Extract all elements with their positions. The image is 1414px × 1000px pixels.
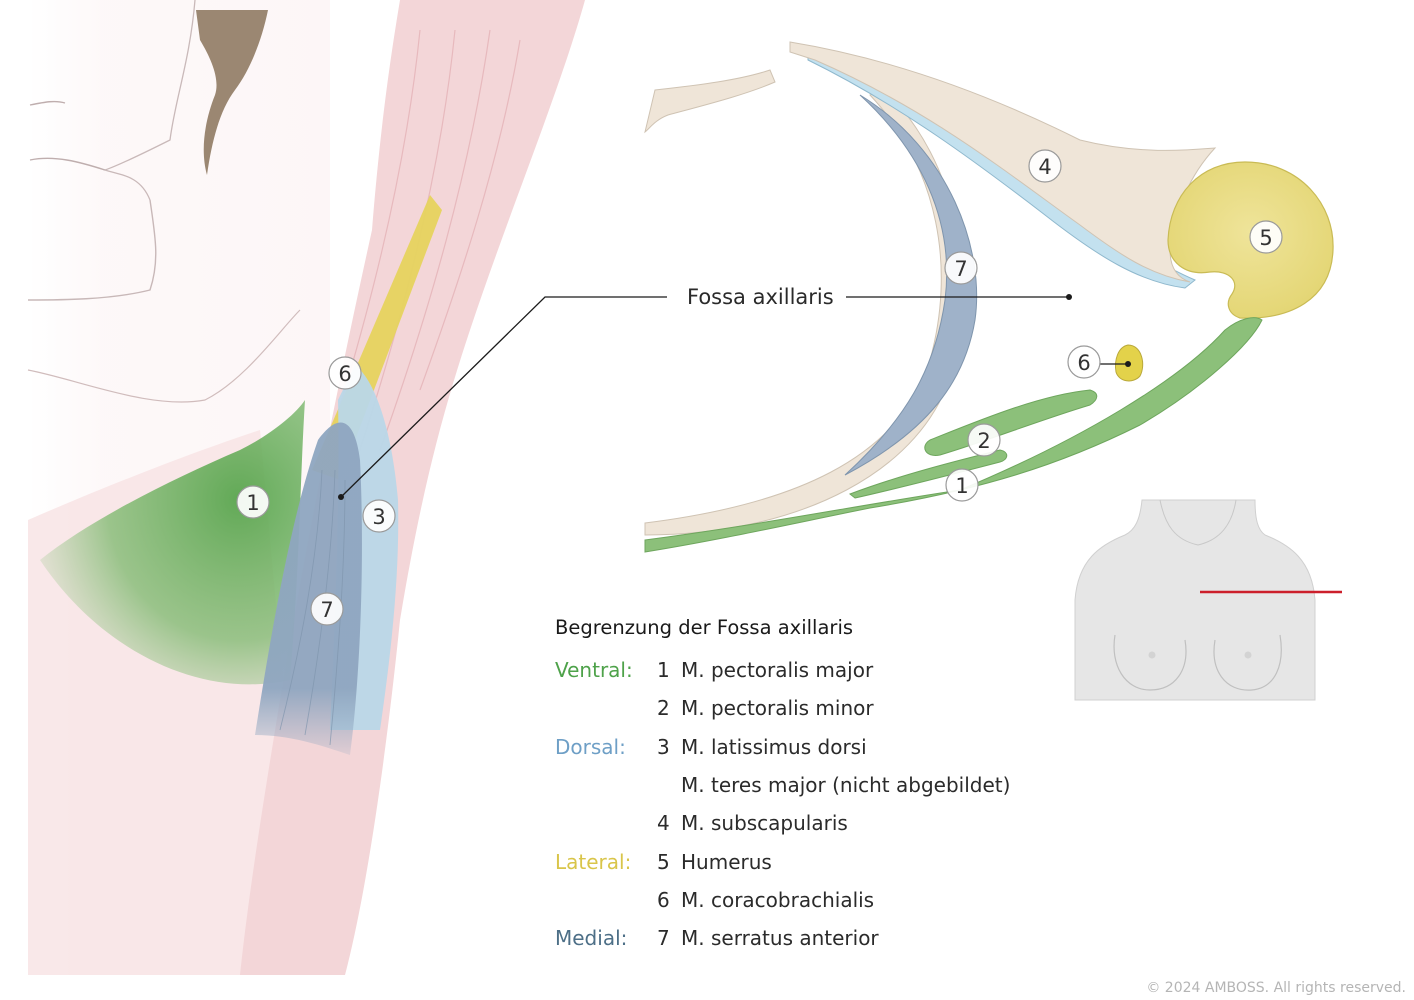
legend-category-dorsal: Dorsal: <box>555 734 626 759</box>
marker-left-3: 3 <box>362 499 396 533</box>
marker-left-6-label: 6 <box>338 362 351 386</box>
pectoralis-major-inner <box>849 449 1008 499</box>
legend-number: 3 <box>657 734 670 759</box>
legend: Begrenzung der Fossa axillaris Ventral: … <box>555 616 1115 957</box>
legend-number: 2 <box>657 696 670 721</box>
legend-title: Begrenzung der Fossa axillaris <box>555 616 854 639</box>
pectoralis-major-area <box>40 400 305 685</box>
serratus-anterior-area <box>255 422 362 755</box>
marker-right-6: 6 <box>1067 345 1101 379</box>
marker-left-1: 1 <box>236 485 270 519</box>
legend-row-5: 4 M. subscapularis <box>555 804 1115 842</box>
legend-label: M. pectoralis major <box>681 658 874 683</box>
legend-number: 5 <box>657 849 670 874</box>
marker-left-3-label: 3 <box>372 505 385 529</box>
marker-left-7: 7 <box>310 592 344 626</box>
fossa-callout-label: Fossa axillaris <box>687 285 834 309</box>
legend-label: M. latissimus dorsi <box>681 734 867 759</box>
legend-label: M. subscapularis <box>681 811 848 836</box>
marker-right-2-label: 2 <box>977 429 990 453</box>
fossa-callout-dot-right <box>1066 294 1072 300</box>
torso-thumbnail-nipple-left <box>1148 651 1156 659</box>
legend-category-ventral: Ventral: <box>555 658 633 683</box>
legend-category-medial: Medial: <box>555 926 628 951</box>
legend-row-8: Medial: 7 M. serratus anterior <box>555 919 1115 957</box>
legend-row-7: 6 M. coracobrachialis <box>555 881 1115 919</box>
marker-right-7: 7 <box>944 251 978 285</box>
hair <box>196 10 268 175</box>
legend-number: 6 <box>657 887 670 912</box>
scapula-section <box>789 41 1217 283</box>
marker-left-1-label: 1 <box>246 491 259 515</box>
marker-left-6: 6 <box>328 356 362 390</box>
leader-dot-6 <box>1125 361 1131 367</box>
marker-right-6-label: 6 <box>1077 351 1090 375</box>
marker-right-5-label: 5 <box>1259 226 1272 250</box>
marker-right-2: 2 <box>967 423 1001 457</box>
legend-row-2: 2 M. pectoralis minor <box>555 689 1115 727</box>
legend-label: M. serratus anterior <box>681 926 879 951</box>
legend-row-1: Ventral: 1 M. pectoralis major <box>555 651 1115 689</box>
marker-right-4-label: 4 <box>1038 155 1051 179</box>
fossa-callout-line-left <box>340 296 667 498</box>
legend-rows: Ventral: 1 M. pectoralis major 2 M. pect… <box>555 651 1115 957</box>
legend-label: Humerus <box>681 849 772 874</box>
legend-label: M. pectoralis minor <box>681 696 874 721</box>
legend-label: M. coracobrachialis <box>681 887 875 912</box>
pectoralis-major-section <box>644 317 1263 553</box>
legend-row-4: M. teres major (nicht abgebildet) <box>555 766 1115 804</box>
marker-right-1: 1 <box>945 468 979 502</box>
legend-number: 1 <box>657 658 670 683</box>
face-outline <box>102 0 196 201</box>
torso-thumbnail-breast-right <box>1213 634 1282 691</box>
shoulder-outline <box>27 309 301 403</box>
scapula-rib-end <box>644 69 776 134</box>
copyright-notice: © 2024 AMBOSS. All rights reserved. <box>1146 980 1406 996</box>
legend-label: M. teres major (nicht abgebildet) <box>681 773 1011 798</box>
chin-line <box>29 100 66 106</box>
legend-number: 7 <box>657 926 670 951</box>
marker-right-7-label: 7 <box>954 257 967 281</box>
torso-thumbnail <box>1074 499 1342 701</box>
serratus-section <box>844 94 978 476</box>
body-illustration <box>27 0 585 975</box>
torso-thumbnail-breast-left <box>1113 634 1187 691</box>
marker-right-4: 4 <box>1028 149 1062 183</box>
marker-left-7-label: 7 <box>320 598 333 622</box>
torso-thumbnail-neck <box>1159 499 1237 546</box>
neck-outline <box>27 199 157 301</box>
legend-row-3: Dorsal: 3 M. latissimus dorsi <box>555 728 1115 766</box>
legend-row-6: Lateral: 5 Humerus <box>555 842 1115 880</box>
marker-right-5: 5 <box>1249 220 1283 254</box>
torso-thumbnail-nipple-right <box>1244 651 1252 659</box>
marker-right-1-label: 1 <box>955 474 968 498</box>
legend-number: 4 <box>657 811 670 836</box>
legend-category-lateral: Lateral: <box>555 849 632 874</box>
lip-line <box>29 157 106 171</box>
torso-thumbnail-body <box>1074 499 1316 701</box>
